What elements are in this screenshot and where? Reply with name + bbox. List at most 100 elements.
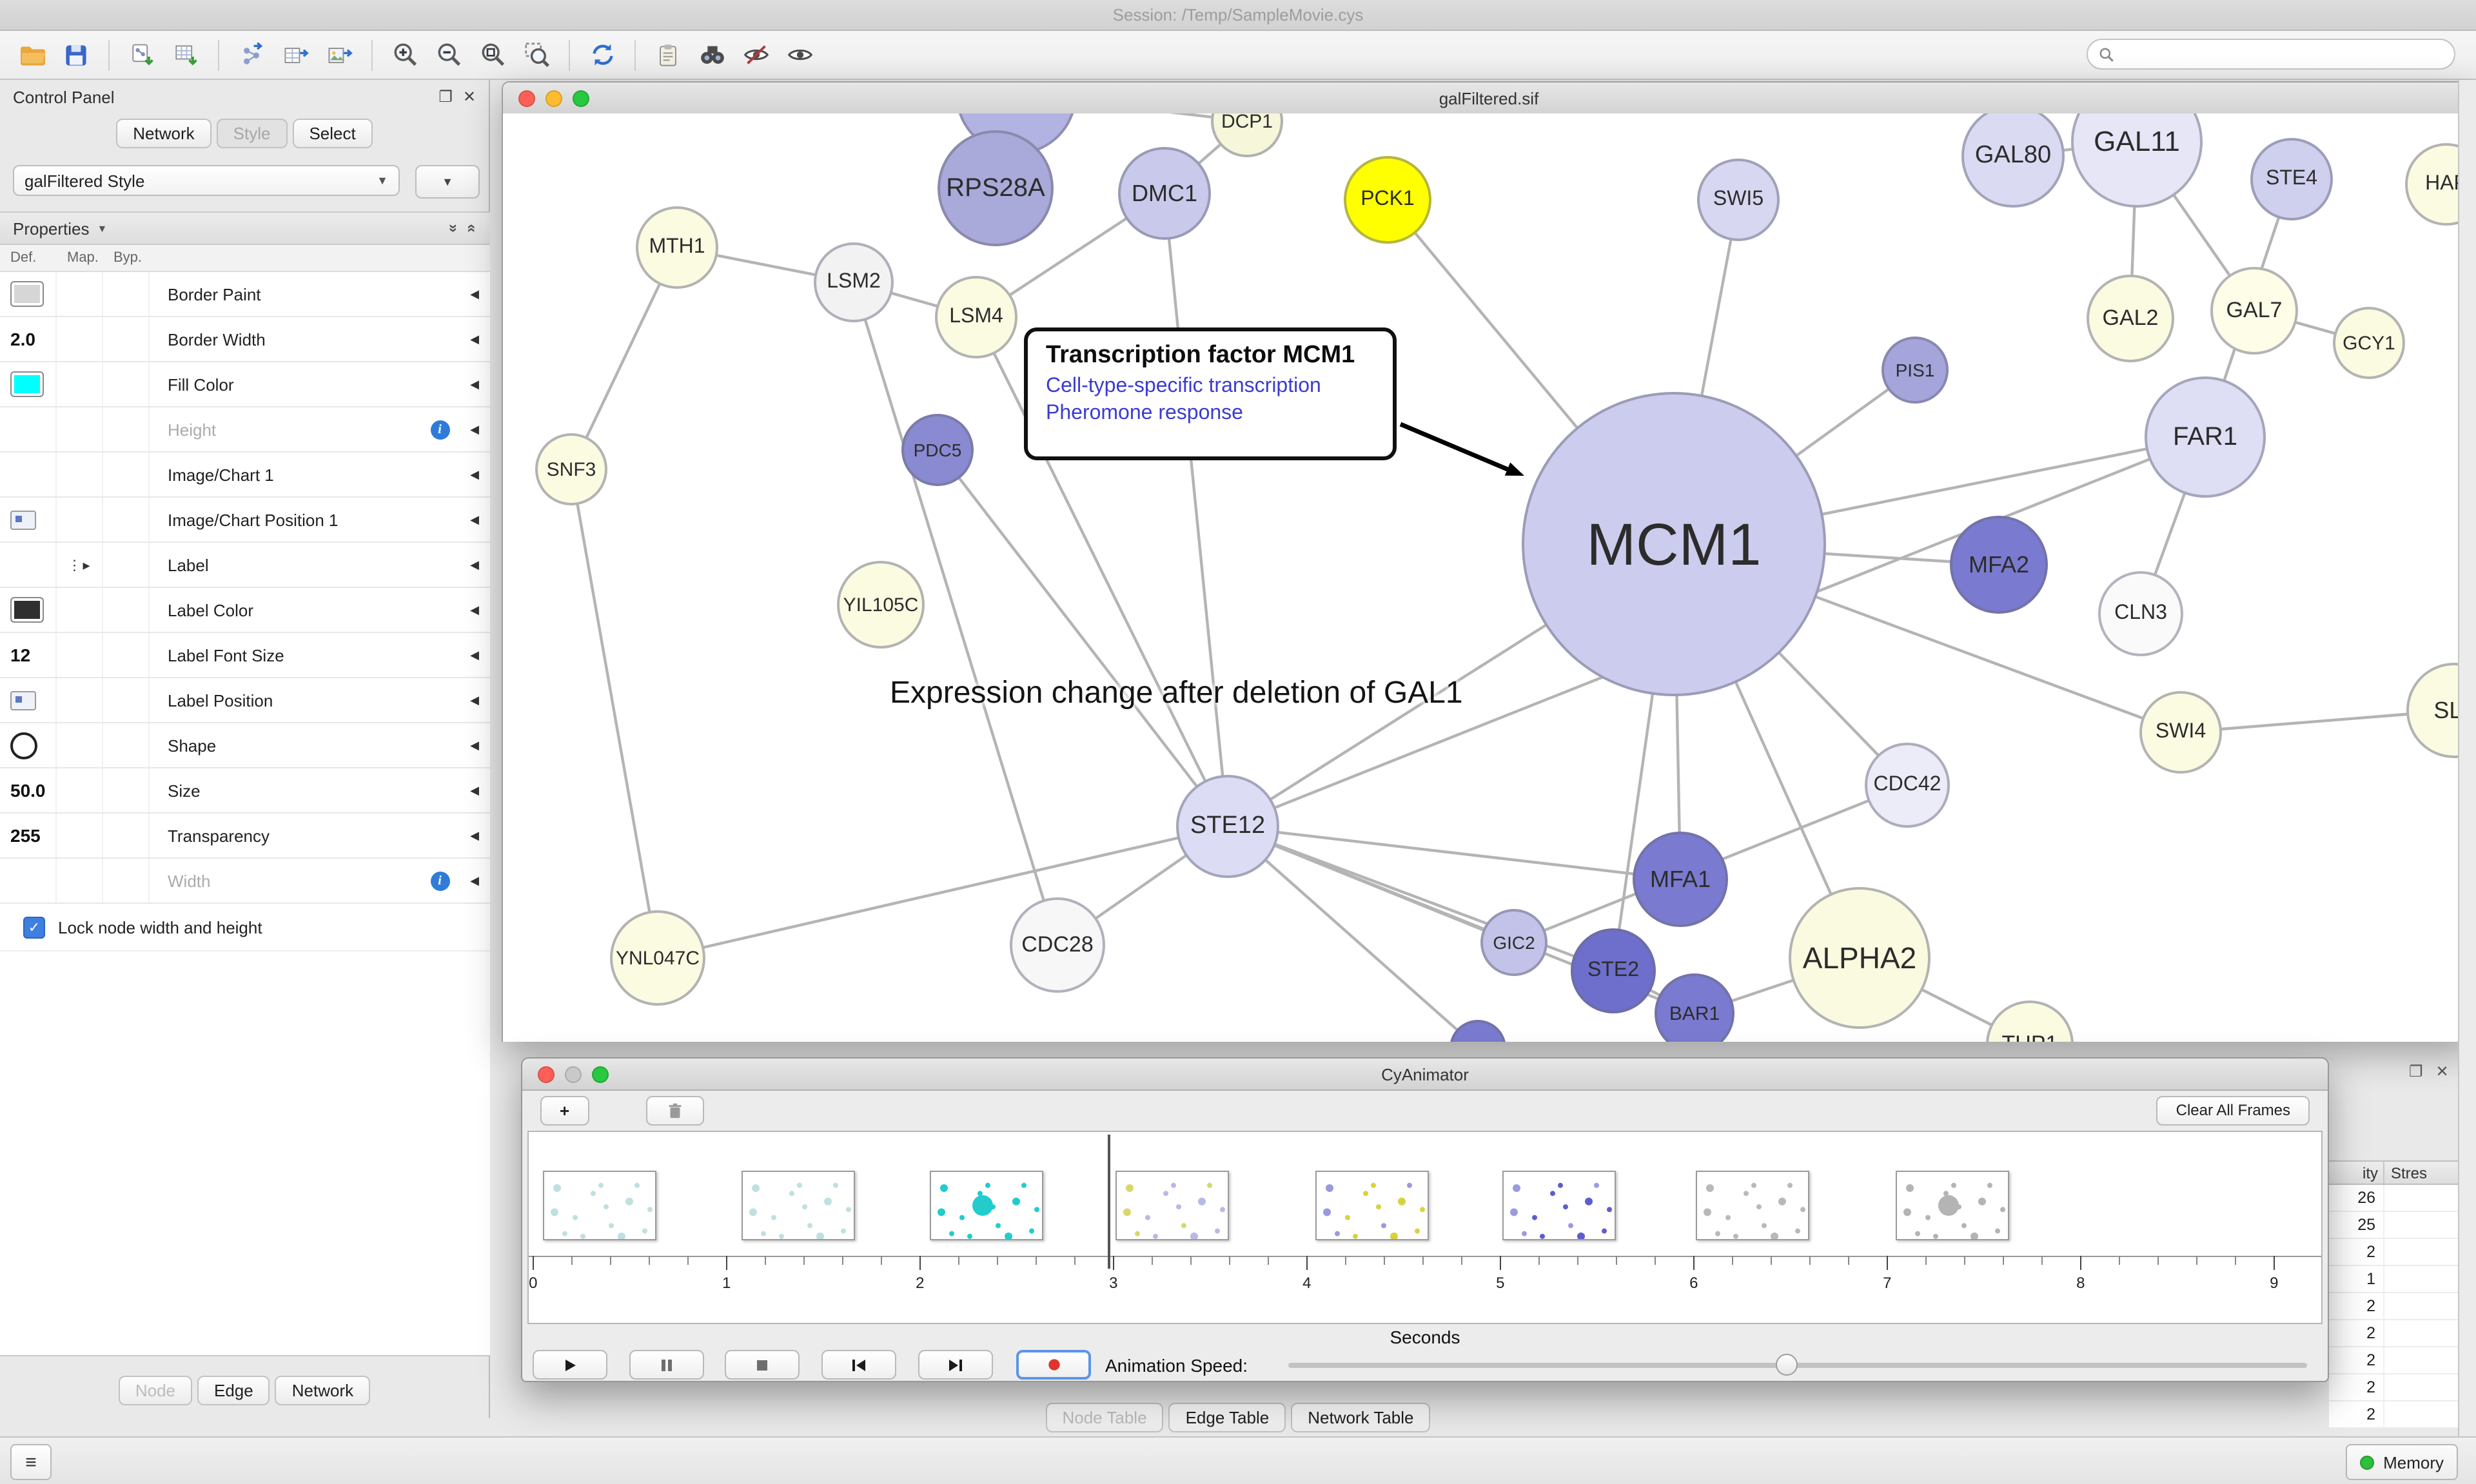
- expand-row-icon[interactable]: ◀: [470, 603, 479, 616]
- save-session-button[interactable]: [55, 35, 97, 74]
- node-GIC2[interactable]: GIC2: [1480, 909, 1548, 976]
- find-button[interactable]: [691, 35, 732, 74]
- open-session-button[interactable]: [12, 35, 53, 74]
- table-row[interactable]: 2: [2329, 1347, 2458, 1374]
- edge-DMC1-STE12[interactable]: [1163, 193, 1230, 827]
- table-row[interactable]: 26: [2329, 1185, 2458, 1212]
- node-MFA2[interactable]: MFA2: [1950, 516, 2048, 614]
- node-SNF3[interactable]: SNF3: [535, 433, 607, 505]
- search-input[interactable]: [2123, 44, 2444, 64]
- import-table-button[interactable]: [165, 35, 206, 74]
- close-panel-icon[interactable]: ✕: [2435, 1062, 2449, 1080]
- style-options-button[interactable]: ▼: [415, 165, 480, 199]
- node-MCM1[interactable]: MCM1: [1522, 392, 1826, 696]
- property-row-shape[interactable]: Shape◀: [0, 723, 490, 768]
- close-window-button[interactable]: [538, 1066, 555, 1082]
- table-tab-network-table[interactable]: Network Table: [1291, 1403, 1431, 1432]
- node-TUP1[interactable]: TUP1: [1986, 1001, 2074, 1042]
- node-ALPHA2[interactable]: ALPHA2: [1789, 887, 1931, 1029]
- paste-button[interactable]: [647, 35, 689, 74]
- node-STE4[interactable]: STE4: [2250, 138, 2333, 220]
- tab-network[interactable]: Network: [116, 119, 211, 148]
- expand-row-icon[interactable]: ◀: [470, 648, 479, 661]
- expand-row-icon[interactable]: ◀: [470, 738, 479, 751]
- expand-row-icon[interactable]: ◀: [470, 287, 479, 300]
- expand-row-icon[interactable]: ◀: [470, 874, 479, 886]
- task-history-button[interactable]: ≡: [10, 1444, 52, 1480]
- node-STE2[interactable]: STE2: [1571, 928, 1656, 1013]
- expand-all-icon[interactable]: «: [442, 224, 460, 233]
- zoom-out-button[interactable]: [428, 35, 469, 74]
- step-back-button[interactable]: [821, 1350, 896, 1380]
- node-PDC5[interactable]: PDC5: [901, 414, 974, 486]
- property-row-image-chart-position-1[interactable]: Image/Chart Position 1◀: [0, 498, 490, 543]
- edge-YNL047C-STE12[interactable]: [657, 825, 1228, 960]
- export-table-button[interactable]: [275, 35, 316, 74]
- node-PCK1[interactable]: PCK1: [1344, 156, 1431, 244]
- property-row-label-position[interactable]: Label Position◀: [0, 678, 490, 723]
- canvas-caption-annotation[interactable]: Expression change after deletion of GAL1: [890, 676, 1463, 710]
- node-STE12[interactable]: STE12: [1176, 775, 1279, 878]
- edge-LSM4-STE12[interactable]: [975, 317, 1229, 827]
- table-row[interactable]: 2: [2329, 1239, 2458, 1266]
- style-target-tab-node[interactable]: Node: [118, 1376, 192, 1405]
- edge-PDC5-STE12[interactable]: [936, 449, 1229, 828]
- slider-thumb[interactable]: [1776, 1354, 1798, 1376]
- collapsed-results-panel-strip[interactable]: [2458, 80, 2476, 1436]
- playhead[interactable]: [1108, 1135, 1110, 1269]
- edge-SNF3-YNL047C[interactable]: [569, 469, 660, 959]
- node-BAR1[interactable]: BAR1: [1655, 973, 1734, 1042]
- edge-STE12-botcut[interactable]: [1226, 825, 1478, 1042]
- annotation-link[interactable]: Cell-type-specific transcription: [1046, 375, 1321, 397]
- table-row[interactable]: 2: [2329, 1374, 2458, 1401]
- add-frame-button[interactable]: +: [540, 1095, 589, 1125]
- record-button[interactable]: [1016, 1350, 1091, 1380]
- tab-select[interactable]: Select: [292, 119, 373, 148]
- node-DMC1[interactable]: DMC1: [1118, 147, 1211, 240]
- table-tab-edge-table[interactable]: Edge Table: [1168, 1403, 1286, 1432]
- expand-row-icon[interactable]: ◀: [470, 422, 479, 435]
- node-MFA1[interactable]: MFA1: [1633, 832, 1728, 927]
- style-target-tab-edge[interactable]: Edge: [197, 1376, 270, 1405]
- property-row-label-color[interactable]: Label Color◀: [0, 588, 490, 633]
- table-row[interactable]: 2: [2329, 1293, 2458, 1320]
- tab-style[interactable]: Style: [216, 119, 288, 148]
- frame-thumbnail-7[interactable]: [1696, 1171, 1809, 1240]
- pause-button[interactable]: [629, 1350, 704, 1380]
- expand-row-icon[interactable]: ◀: [470, 783, 479, 796]
- node-YIL105C[interactable]: YIL105C: [837, 561, 925, 649]
- node-DCP1[interactable]: DCP1: [1211, 113, 1283, 157]
- stop-button[interactable]: [725, 1350, 800, 1380]
- frame-thumbnail-4[interactable]: [1115, 1171, 1229, 1240]
- style-selector[interactable]: galFiltered Style ▼: [13, 165, 400, 196]
- property-row-label[interactable]: ⋮▸Label◀: [0, 543, 490, 588]
- delete-frame-button[interactable]: [645, 1095, 704, 1125]
- close-window-button[interactable]: [518, 90, 535, 106]
- export-image-button[interactable]: [319, 35, 360, 74]
- edge-STE12-MFA1[interactable]: [1227, 825, 1681, 881]
- style-target-tab-network[interactable]: Network: [275, 1376, 371, 1405]
- table-row[interactable]: 1: [2329, 1266, 2458, 1293]
- cyanimator-titlebar[interactable]: CyAnimator: [522, 1059, 2328, 1091]
- node-GAL11[interactable]: GAL11: [2071, 113, 2203, 208]
- play-button[interactable]: [533, 1350, 607, 1380]
- expand-row-icon[interactable]: ◀: [470, 377, 479, 390]
- node-YNL047C[interactable]: YNL047C: [610, 910, 705, 1006]
- collapse-all-icon[interactable]: «: [464, 224, 482, 233]
- expand-row-icon[interactable]: ◀: [470, 558, 479, 571]
- node-botcut[interactable]: [1449, 1020, 1506, 1042]
- node-CLN3[interactable]: CLN3: [2098, 571, 2183, 656]
- export-network-button[interactable]: [231, 35, 272, 74]
- expand-row-icon[interactable]: ◀: [470, 693, 479, 706]
- node-SWI4[interactable]: SWI4: [2139, 691, 2222, 774]
- float-panel-icon[interactable]: ❐: [2409, 1062, 2423, 1080]
- frame-thumbnail-1[interactable]: [543, 1171, 656, 1240]
- table-column-header[interactable]: ity: [2329, 1162, 2384, 1184]
- network-window-titlebar[interactable]: galFiltered.sif: [503, 83, 2475, 115]
- mcm1-annotation-box[interactable]: Transcription factor MCM1 Cell-type-spec…: [1024, 327, 1397, 460]
- node-MTH1[interactable]: MTH1: [636, 206, 718, 289]
